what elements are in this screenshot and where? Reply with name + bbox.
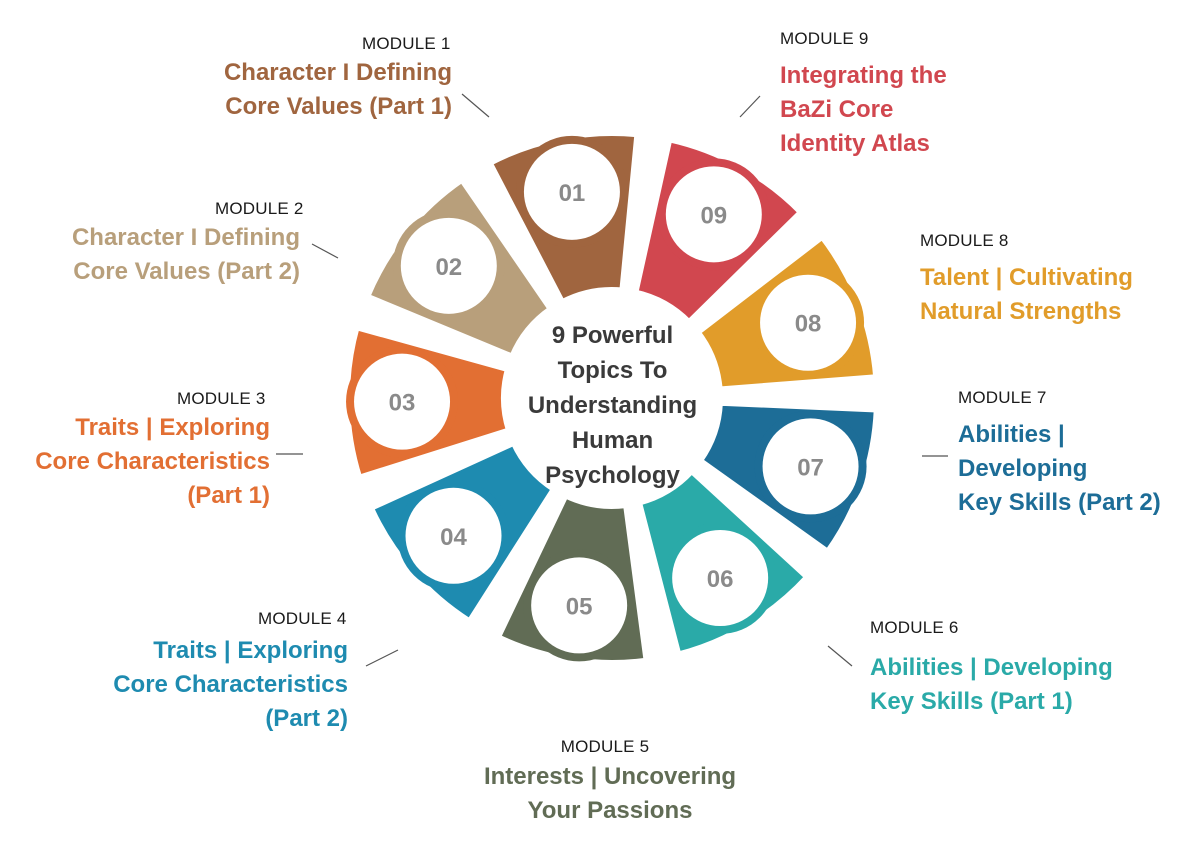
- module-2-tag: MODULE 2: [215, 199, 304, 218]
- module-7-title: Abilities | Developing Key Skills (Part …: [958, 421, 1161, 516]
- module-5-number: 05: [566, 593, 593, 620]
- module-8-number-disc: [760, 274, 857, 371]
- module-2-number: 02: [435, 254, 462, 281]
- module-4-number-disc: [405, 487, 502, 584]
- module-5-tag: MODULE 5: [560, 737, 650, 756]
- module-7-number: 07: [797, 454, 824, 481]
- module-6-title: Abilities | Developing Key Skills (Part …: [870, 654, 1113, 715]
- module-1-number-disc: [523, 143, 620, 240]
- module-6-number-disc: [672, 530, 769, 627]
- module-4-leader-line: [365, 649, 399, 667]
- module-3-number-disc: [354, 353, 451, 450]
- module-6-number: 06: [707, 566, 734, 593]
- module-2-leader-line: [311, 243, 339, 259]
- module-5-title: Interests | Uncovering Your Passions: [483, 763, 737, 824]
- module-2-title: Character I Defining Core Values (Part 2…: [71, 224, 300, 285]
- module-9-number-disc: [665, 166, 762, 263]
- module-7-number-disc: [762, 418, 859, 515]
- module-4-title: Traits | Exploring Core Characteristics …: [113, 637, 348, 732]
- module-8-tag: MODULE 8: [920, 231, 1009, 250]
- module-1-number: 01: [559, 180, 586, 207]
- module-1-leader-line: [461, 93, 490, 118]
- module-1-tag: MODULE 1: [362, 34, 451, 53]
- module-3-tag: MODULE 3: [177, 389, 266, 408]
- module-8-title: Talent | Cultivating Natural Strengths: [920, 264, 1133, 325]
- module-9-leader-line: [739, 95, 761, 118]
- module-6-tag: MODULE 6: [870, 618, 959, 637]
- module-2-number-disc: [400, 217, 497, 314]
- module-9-title: Integrating the BaZi Core Identity Atlas: [780, 62, 947, 157]
- module-3-number: 03: [389, 390, 416, 417]
- module-7-tag: MODULE 7: [958, 388, 1047, 407]
- module-4-tag: MODULE 4: [258, 609, 347, 628]
- module-6-leader-line: [827, 645, 853, 667]
- module-9-number: 09: [700, 202, 727, 229]
- module-4-number: 04: [440, 524, 467, 551]
- module-8-number: 08: [795, 311, 822, 338]
- module-3-title: Traits | Exploring Core Characteristics …: [35, 414, 270, 509]
- module-1-title: Character I Defining Core Values (Part 1…: [223, 59, 452, 120]
- module-5-number-disc: [531, 557, 628, 654]
- module-9-tag: MODULE 9: [780, 29, 869, 48]
- center-title: 9 Powerful Topics To Understanding Human…: [527, 322, 698, 489]
